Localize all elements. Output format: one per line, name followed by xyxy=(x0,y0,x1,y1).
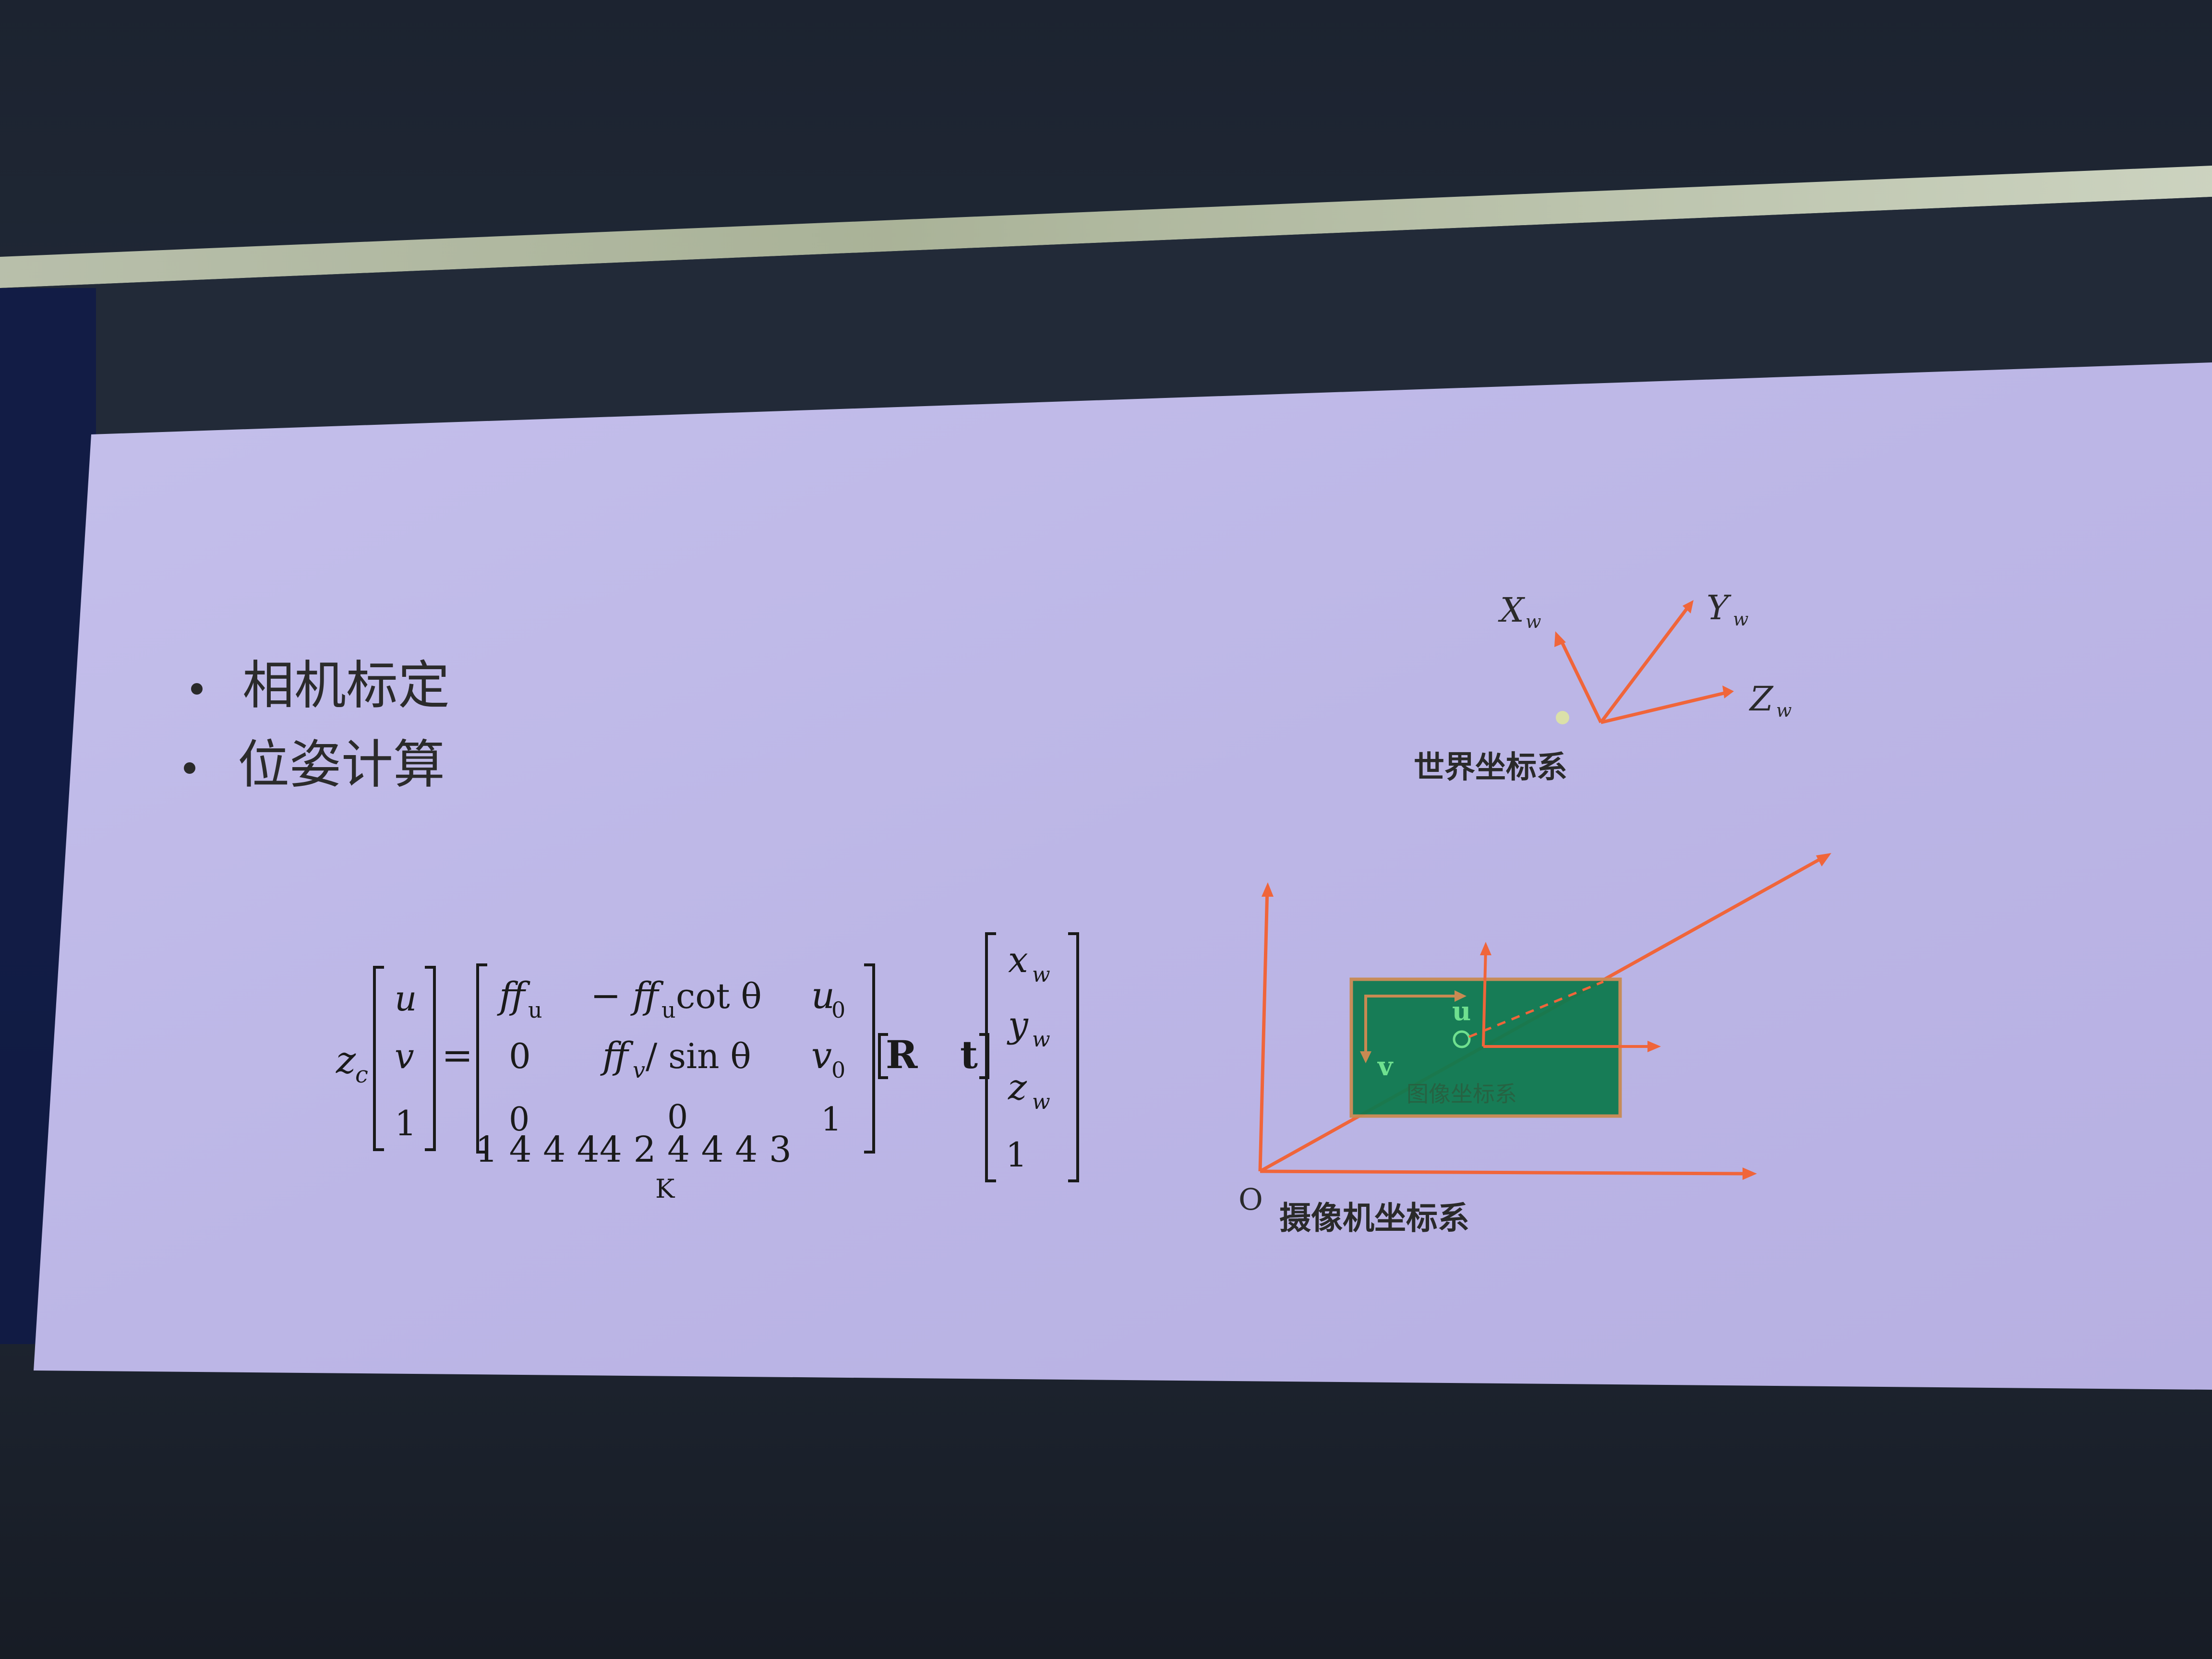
world-label-x: X xyxy=(1498,590,1526,630)
projection-formula: z c u v 1 = ff u − ff u cot θ u 0 0 ff v… xyxy=(336,932,1079,1204)
world-frame-diagram: X w Y w Z w 世界坐标系 xyxy=(1414,588,1792,785)
k-r2c3-sub: 0 xyxy=(831,1057,845,1083)
image-u-axis xyxy=(1364,995,1459,1056)
rhs-z: z xyxy=(1008,1067,1027,1108)
bullet-item-calibration: 相机标定 xyxy=(191,656,450,716)
lhs-factor: z xyxy=(336,1039,356,1082)
world-label-x-sub: w xyxy=(1526,611,1541,632)
world-axis-z-arrowhead xyxy=(1722,685,1734,698)
bullet-dot xyxy=(191,683,203,695)
lhs-u: u xyxy=(395,978,417,1019)
k-r2c3: v xyxy=(811,1034,832,1077)
world-label-y-sub: w xyxy=(1733,609,1749,630)
rhs-left-bracket xyxy=(985,932,996,1182)
k-r2c1: 0 xyxy=(509,1036,531,1076)
world-axis-x-arrowhead xyxy=(1554,631,1566,647)
bullet-label: 位姿计算 xyxy=(238,735,445,795)
image-u-arrowhead xyxy=(1455,990,1467,1002)
rhs-right-bracket xyxy=(1068,932,1079,1182)
image-plane-caption: 图像坐标系 xyxy=(1407,1081,1517,1107)
k-left-bracket xyxy=(476,963,487,1154)
underbrace-label: K xyxy=(655,1174,675,1204)
k-r1c3-sub: 0 xyxy=(831,997,845,1023)
camera-axis-vertical-arrowhead xyxy=(1262,882,1274,897)
world-label-z-sub: w xyxy=(1776,700,1792,721)
k-r3c3: 1 xyxy=(821,1101,842,1139)
image-u-label: u xyxy=(1452,996,1471,1026)
equals-sign: = xyxy=(442,1034,473,1077)
camera-origin-label: O xyxy=(1238,1182,1263,1217)
rhs-x: x xyxy=(1008,939,1028,981)
k-r1c1-sub: u xyxy=(528,997,542,1023)
camera-axis-horizontal-arrowhead xyxy=(1743,1167,1757,1180)
k-r2c2-sub: v xyxy=(633,1057,645,1083)
camera-axis-vertical xyxy=(1258,888,1269,1172)
plane-axis-up xyxy=(1482,948,1487,1047)
k-r1c3: u xyxy=(811,974,835,1017)
camera-frame-caption: 摄像机坐标系 xyxy=(1279,1200,1469,1237)
bullet-dot xyxy=(184,762,195,774)
lhs-1: 1 xyxy=(395,1103,417,1143)
rt-t: t xyxy=(960,1032,978,1077)
image-v-label: v xyxy=(1377,1051,1394,1082)
k-r2c2-tail: / sin θ xyxy=(646,1036,751,1076)
principal-point xyxy=(1453,1030,1471,1048)
bullet-item-pose: 位姿计算 xyxy=(184,735,445,795)
rhs-z-sub: w xyxy=(1032,1090,1050,1114)
world-origin-dot xyxy=(1556,711,1569,724)
world-axis-x xyxy=(1558,637,1603,723)
rhs-y-sub: w xyxy=(1032,1027,1050,1052)
rhs-1: 1 xyxy=(1006,1135,1027,1175)
underbrace-glyphs: 1 4 4 44 2 4 4 4 3 xyxy=(475,1129,792,1170)
bullet-list: 相机标定 位姿计算 xyxy=(184,656,450,795)
camera-axis-depth-arrowhead xyxy=(1816,853,1831,866)
k-r1c2: − ff xyxy=(590,974,664,1017)
k-r2c2: ff xyxy=(600,1034,634,1077)
lhs-v: v xyxy=(395,1036,414,1076)
k-r1c2-sub: u xyxy=(661,997,676,1023)
image-v-arrowhead xyxy=(1360,1051,1371,1063)
plane-axis-up-arrowhead xyxy=(1480,942,1491,955)
slide-surface xyxy=(34,362,2212,1390)
k-r3c1: 0 xyxy=(509,1101,529,1139)
lhs-factor-sub: c xyxy=(355,1061,368,1088)
k-r3c2: 0 xyxy=(667,1098,688,1136)
rhs-x-sub: w xyxy=(1032,962,1050,987)
rhs-y: y xyxy=(1007,1004,1029,1046)
world-label-z: Z xyxy=(1749,679,1774,719)
k-r1c2-tail: cot θ xyxy=(676,976,762,1016)
world-axis-z xyxy=(1600,690,1729,724)
rt-R: R xyxy=(886,1032,918,1077)
camera-axis-horizontal xyxy=(1260,1169,1748,1176)
world-label-y: Y xyxy=(1707,588,1731,627)
world-axis-y xyxy=(1599,603,1691,724)
camera-frame-diagram: u v 图像坐标系 O 摄像机坐标系 xyxy=(1238,853,1831,1237)
bullet-label: 相机标定 xyxy=(242,656,450,716)
lhs-left-bracket xyxy=(373,966,384,1151)
lhs-right-bracket xyxy=(425,966,436,1151)
k-right-bracket xyxy=(864,963,875,1154)
rt-left-bracket xyxy=(878,1033,888,1079)
world-frame-caption: 世界坐标系 xyxy=(1414,750,1567,785)
world-axis-y-arrowhead xyxy=(1683,600,1694,613)
plane-axis-right-arrowhead xyxy=(1647,1041,1661,1052)
k-r1c1: ff xyxy=(497,974,530,1017)
